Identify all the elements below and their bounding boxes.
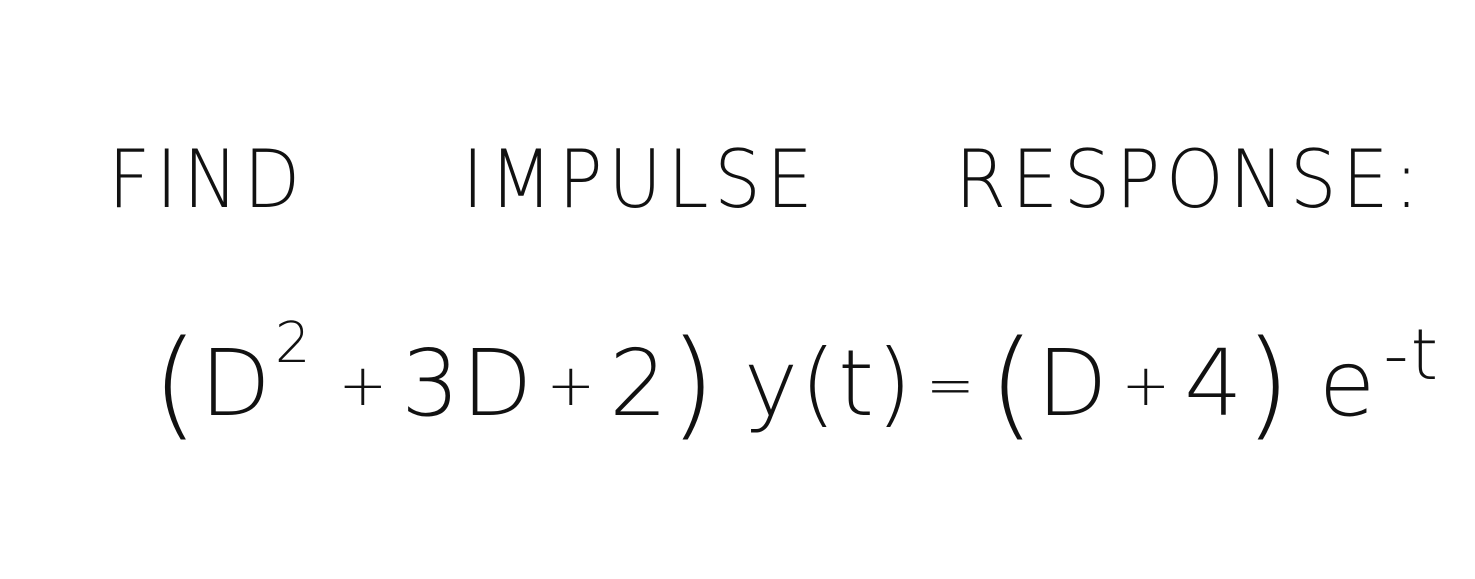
rhs-open-paren: (	[988, 314, 1037, 452]
heading-word-response: RESPONSE:	[955, 133, 1425, 226]
lhs-term-3d: 3D	[401, 330, 535, 437]
lhs-power: 2	[274, 311, 313, 376]
plus-sign-3: +	[1121, 351, 1173, 419]
differential-equation: ( D 2 + 3D + 2 ) y(t) = ( D + 4 ) e -t	[152, 316, 1440, 443]
equals-sign: =	[926, 351, 977, 419]
rhs-operator-d: D	[1036, 330, 1110, 437]
rhs-close-paren: )	[1244, 314, 1293, 452]
lhs-close-paren: )	[669, 314, 718, 452]
heading-word-impulse: IMPULSE	[462, 133, 819, 226]
heading-word-find: FIND	[108, 133, 306, 226]
output-y-of-t: y(t)	[743, 330, 915, 437]
plus-sign-2: +	[546, 351, 598, 419]
exponential-base: e	[1318, 330, 1378, 437]
lhs-operator-d: D	[200, 330, 273, 437]
lhs-open-paren: (	[152, 314, 201, 452]
rhs-constant: 4	[1184, 330, 1245, 437]
exponent: -t	[1383, 314, 1441, 396]
plus-sign-1: +	[338, 351, 390, 419]
lhs-constant: 2	[609, 330, 670, 437]
